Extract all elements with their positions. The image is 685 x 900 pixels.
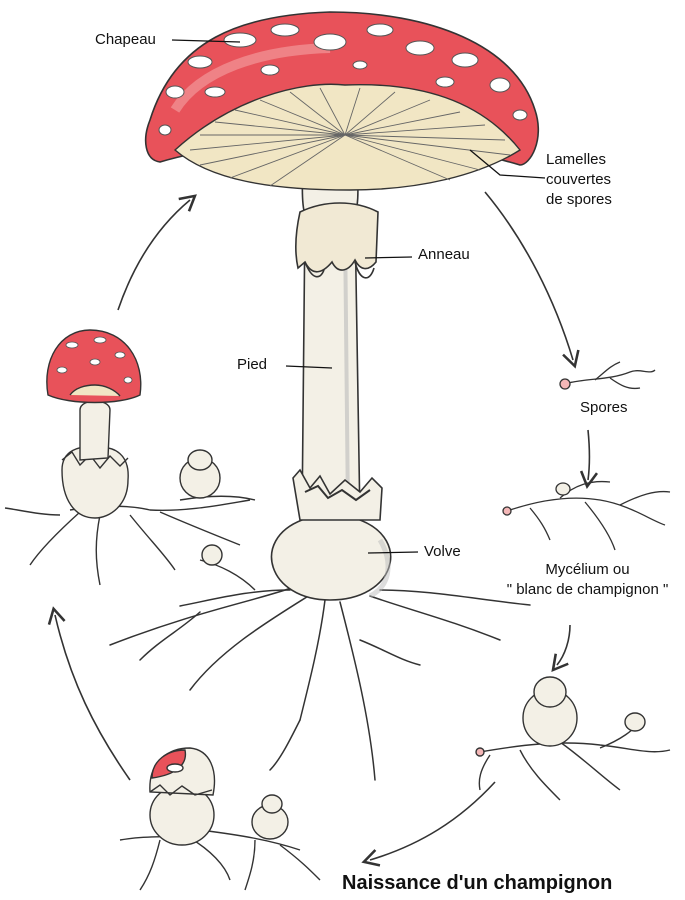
mycelium-illustration [502,480,671,551]
diagram-title: Naissance d'un champignon [342,872,613,894]
primordia-right [475,676,671,801]
ring [295,202,379,279]
label-mycelium-line-2: " blanc de champignon " [506,581,669,598]
leader-lines [171,39,546,554]
spores-illustration [559,361,656,390]
label-lamelles-line-2: couvertes [546,171,612,188]
label-spores: Spores [580,399,628,416]
label-lamelles: Lamelles couvertes de spores [546,150,612,210]
label-volve: Volve [424,543,461,560]
label-lamelles-line-3: de spores [546,191,612,208]
label-chapeau: Chapeau [95,31,156,48]
main-cap [144,11,540,191]
label-mycelium-line-1: Mycélium ou [545,561,630,578]
cycle-arrows [47,191,599,867]
label-anneau: Anneau [418,246,470,263]
volve-rim [292,468,383,521]
button-bottom [119,747,321,891]
main-roots [109,584,531,781]
label-mycelium: Mycélium ou " blanc de champignon " [490,560,685,600]
label-pied: Pied [237,356,268,373]
volve-tear-line [304,484,371,502]
label-lamelles-line-1: Lamelles [546,151,607,168]
young-mushroom-left [4,329,256,591]
